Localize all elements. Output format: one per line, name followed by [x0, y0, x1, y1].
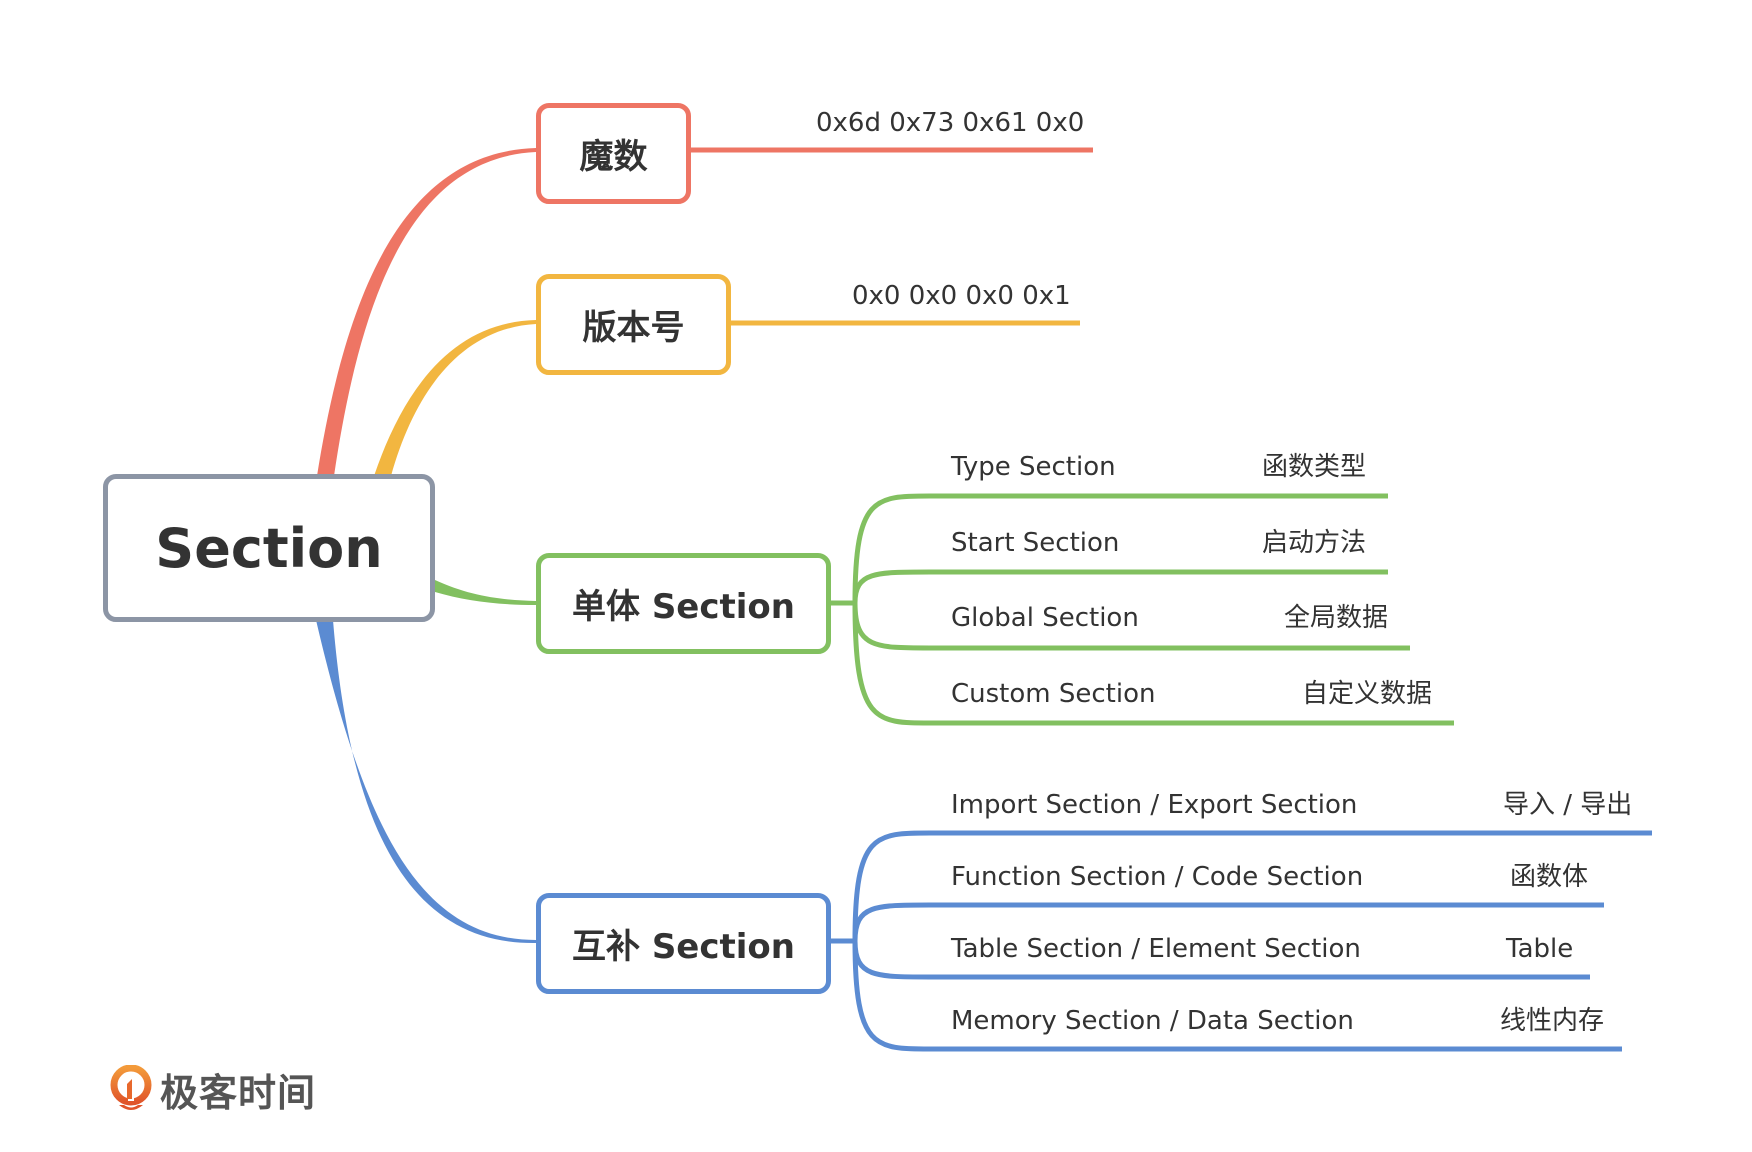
single-item-desc: 全局数据 — [1284, 603, 1389, 633]
geektime-logo-text: 极客时间 — [160, 1071, 317, 1115]
root-node[interactable]: Section — [103, 474, 435, 622]
root-label: Section — [155, 516, 383, 580]
single-item-desc: 函数类型 — [1262, 452, 1367, 482]
comp-item-name: Memory Section / Data Section — [951, 1006, 1354, 1036]
comp-item-name: Table Section / Element Section — [951, 934, 1361, 964]
branch-complementary — [316, 620, 536, 944]
branch-magic — [317, 148, 536, 476]
comp-item-name: Function Section / Code Section — [951, 862, 1364, 892]
single-item-name: Global Section — [951, 603, 1139, 633]
single-item-name: Type Section — [951, 452, 1116, 482]
comp-item-desc: 导入 / 导出 — [1503, 790, 1633, 820]
comp-item-desc: 函数体 — [1510, 862, 1589, 892]
geektime-logo-icon — [110, 1064, 152, 1115]
complementary-section-label: 互补 Section — [571, 927, 795, 967]
comp-item-desc: 线性内存 — [1500, 1006, 1605, 1036]
single-section-node[interactable]: 单体 Section — [536, 553, 831, 654]
comp-sub-branch — [852, 902, 1604, 942]
single-item-desc: 启动方法 — [1262, 528, 1367, 558]
single-sub-branch — [852, 493, 1388, 604]
branch-version — [374, 320, 536, 476]
magic-number-label: 魔数 — [579, 137, 648, 177]
single-item-desc: 自定义数据 — [1302, 679, 1433, 709]
single-sub-branch — [852, 602, 1454, 726]
comp-item-name: Import Section / Export Section — [951, 790, 1358, 820]
magic-number-node[interactable]: 魔数 — [536, 103, 691, 204]
single-section-label: 单体 Section — [571, 587, 795, 627]
comp-sub-branch — [852, 940, 1622, 1052]
branch-single — [435, 580, 536, 605]
version-value: 0x0 0x0 0x0 0x1 — [852, 281, 1071, 311]
single-sub-branch — [852, 569, 1388, 604]
magic-number-value: 0x6d 0x73 0x61 0x0 — [816, 108, 1085, 138]
version-label: 版本号 — [582, 308, 685, 348]
complementary-section-node[interactable]: 互补 Section — [536, 893, 831, 994]
comp-item-desc: Table — [1506, 934, 1574, 964]
single-item-name: Custom Section — [951, 679, 1156, 709]
comp-sub-branch — [852, 830, 1652, 942]
single-item-name: Start Section — [951, 528, 1120, 558]
geektime-logo: 极客时间 — [110, 1062, 316, 1117]
version-node[interactable]: 版本号 — [536, 274, 731, 375]
